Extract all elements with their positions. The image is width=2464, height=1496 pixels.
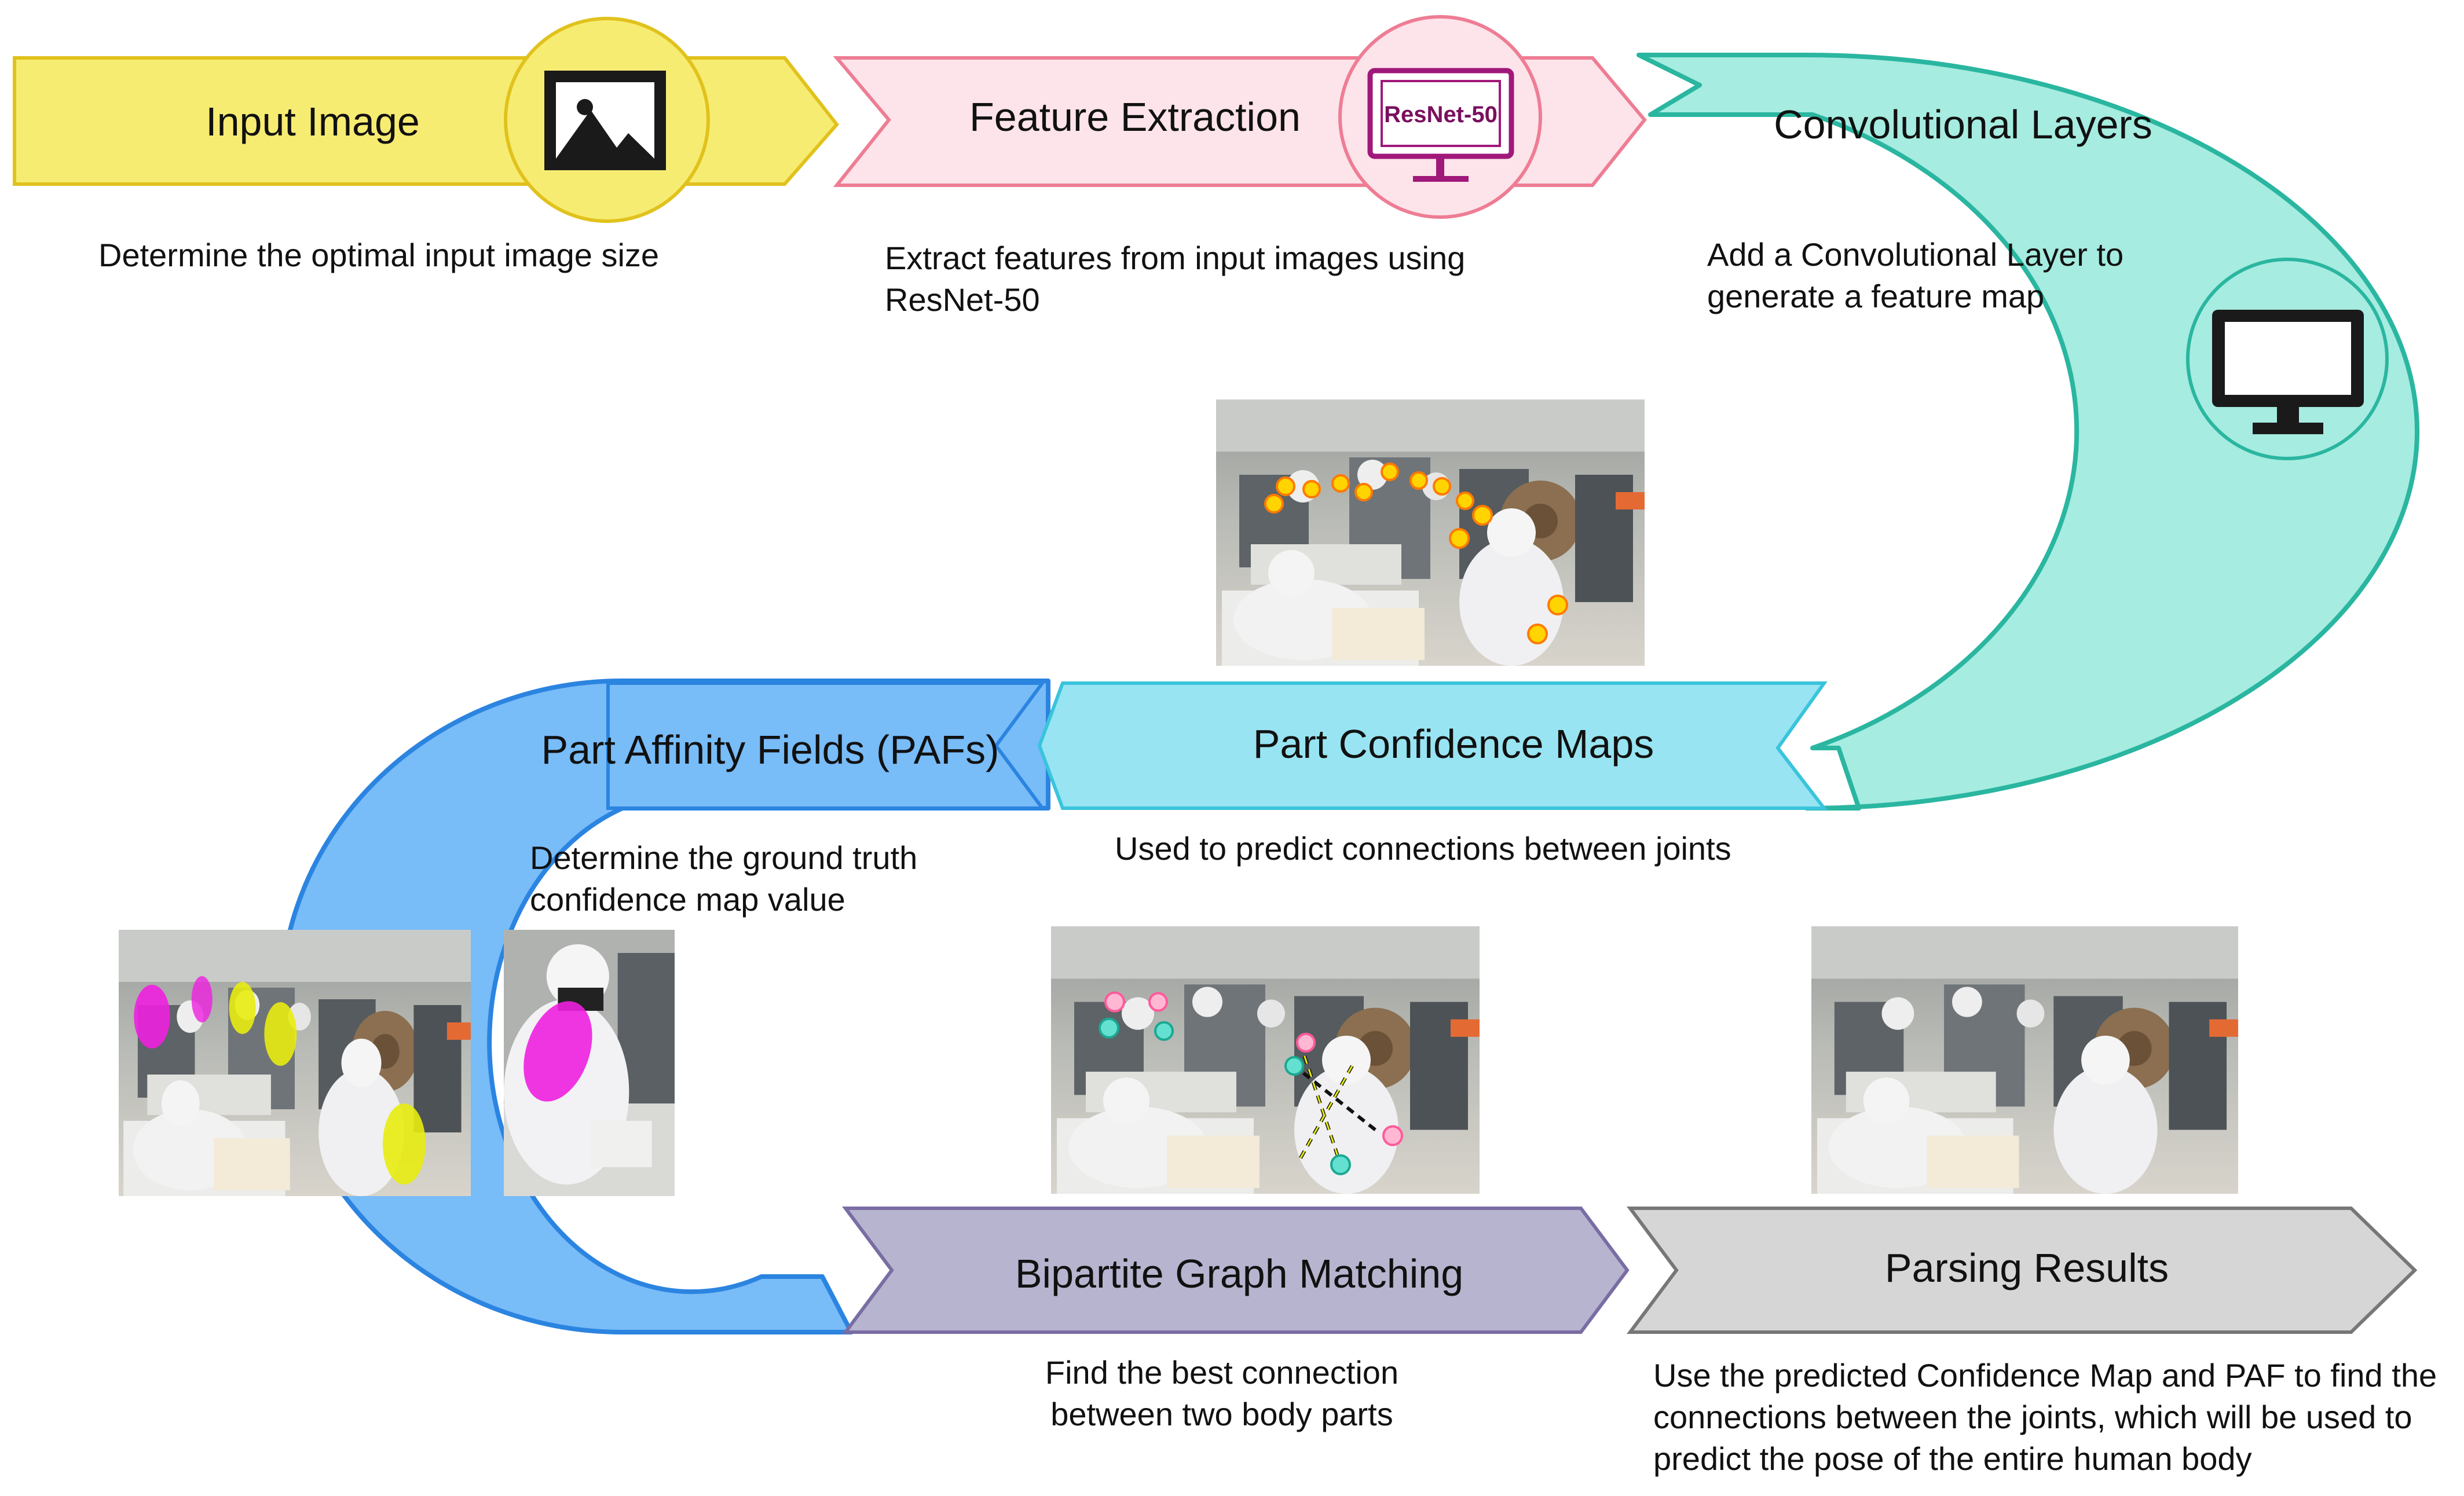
confidence-map-photo [1216,399,1645,666]
resnet-badge-label: ResNet-50 [1384,102,1498,127]
stage-title-pcm: Part Confidence Maps [1253,721,1654,767]
paf-wide-photo [119,930,471,1196]
paf-to-bgm-connector [278,679,1050,1334]
stage-desc-conv: Add a Convolutional Layer to generate a … [1707,236,2124,314]
parsing-results-arrow [1627,1207,2418,1334]
part-confidence-maps-arrow [1037,681,1828,810]
monitor-icon [2212,310,2364,434]
stage-title-bgm: Bipartite Graph Matching [1015,1251,1464,1296]
stage-desc-bgm: Find the best connection between two bod… [1045,1354,1399,1432]
stage-desc-input: Determine the optimal input image size [98,237,660,273]
stage-desc-parse: Use the predicted Confidence Map and PAF… [1653,1357,2437,1477]
stage-title-parse: Parsing Results [1884,1245,2169,1290]
stage-title-paf: Part Affinity Fields (PAFs) [541,727,999,772]
monitor-icon [1367,68,1514,182]
stage-title-input: Input Image [206,99,420,144]
parsing-results-photo [1811,926,2238,1194]
stage-desc-pcm: Used to predict connections between join… [1115,830,1731,867]
conv-to-pcm-connector [1636,53,2420,811]
paf-zoom-photo [504,930,675,1196]
image-icon [544,71,666,170]
stage-title-feature: Feature Extraction [969,94,1301,140]
bipartite-matching-photo [1051,926,1480,1194]
part-affinity-fields-arrow [606,681,1046,810]
stage-desc-paf: Determine the ground truth confidence ma… [530,839,918,918]
stage-desc-feature: Extract features from input images using… [885,240,1466,318]
stage-title-conv: Convolutional Layers [1774,102,2152,147]
bipartite-graph-matching-arrow [842,1207,1630,1334]
